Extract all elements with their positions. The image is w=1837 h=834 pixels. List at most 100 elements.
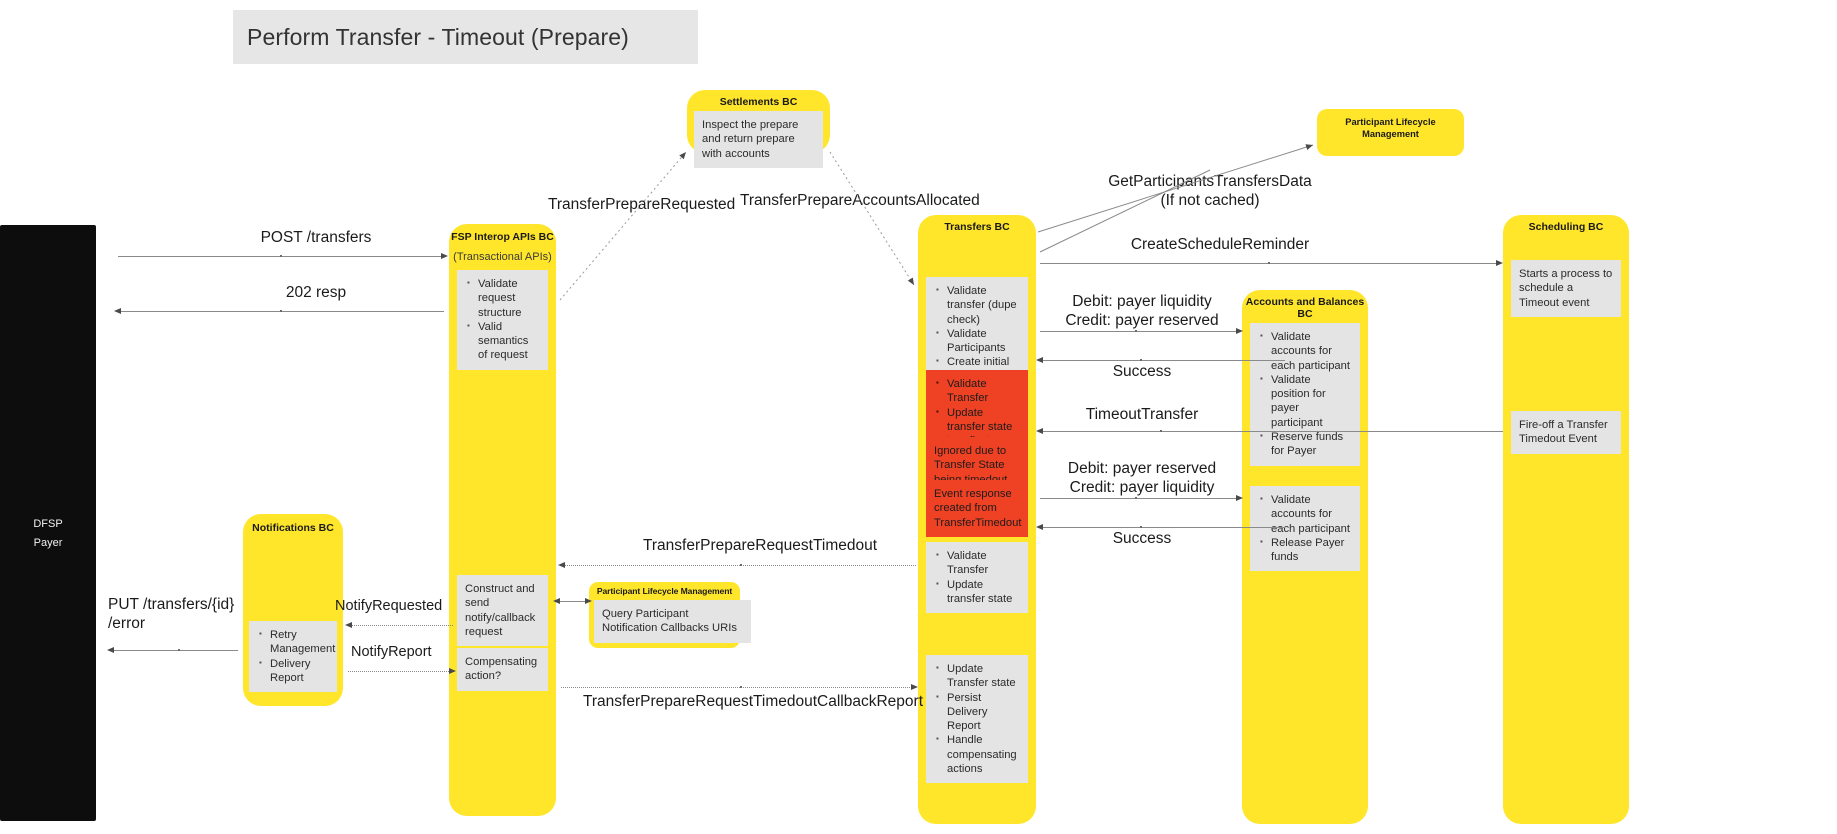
label-success-2: Success [1112, 530, 1172, 547]
arrow-tick [1268, 262, 1270, 264]
lane-scheduling-bc: Scheduling BC Starts a process to schedu… [1503, 215, 1629, 824]
fsp-interop-note-compensating: Compensating action? [457, 648, 548, 691]
lane-settlements-bc-title: Settlements BC [719, 96, 798, 108]
lane-participant-lifecycle-management-top: Participant Lifecycle Management [1317, 109, 1464, 156]
label-transfer-prepare-request-timedout: TransferPrepareRequestTimedout [642, 537, 878, 554]
arrow-create-schedule-reminder [1040, 263, 1500, 264]
arrow-transfer-prepare-request-timedout [561, 565, 916, 566]
arrow-tick [178, 649, 180, 651]
list-item: Update Transfer state [936, 661, 1020, 691]
transfers-note-update-persist: Update Transfer state Persist Delivery R… [926, 655, 1028, 784]
list-item: Validate accounts for each participant [1260, 329, 1352, 373]
label-put-transfers-error: PUT /transfers/{id} /error [108, 596, 235, 632]
list-item: Valid semantics of request [467, 319, 540, 363]
arrow-head-query-plm [585, 597, 592, 604]
lane-accounts-balances-title-text: Accounts and Balances BC [1245, 296, 1365, 320]
arrow-head-notify-requested [345, 621, 352, 628]
list-item: Update transfer state [936, 577, 1020, 607]
plm-inline-note: Query Participant Notification Callbacks… [594, 600, 751, 643]
lane-settlements-bc: Settlements BC Inspect the prepare and r… [687, 90, 830, 168]
list-item: Release Payer funds [1260, 535, 1352, 565]
label-transfer-prepare-accounts-allocated: TransferPrepareAccountsAllocated [740, 192, 980, 209]
arrow-debit-payer-liquidity [1040, 331, 1240, 332]
connector-fsp-to-settlements [559, 151, 687, 301]
arrow-timedout-callback-report [561, 687, 916, 688]
lane-fsp-interop-subtitle: (Transactional APIs) [453, 251, 552, 263]
arrow-put-transfers-error [110, 650, 238, 651]
arrow-head-debit-payer-reserved [1236, 494, 1243, 501]
label-notify-requested: NotifyRequested [335, 598, 443, 614]
label-post-transfers: POST /transfers [260, 229, 372, 246]
label-timeout-transfer: TimeoutTransfer [1085, 406, 1199, 423]
list-item: Retry Management [259, 627, 335, 657]
list-item: Reserve funds for Payer [1260, 429, 1352, 459]
accounts-balances-note-reserve: Validate accounts for each participant V… [1250, 323, 1360, 466]
list-item: Validate Transfer [936, 548, 1020, 578]
page-title: Perform Transfer - Timeout (Prepare) [233, 10, 698, 64]
lane-fsp-interop-apis-bc: FSP Interop APIs BC (Transactional APIs)… [449, 224, 556, 816]
transfers-note-validate-update: Validate Transfer Update transfer state [926, 542, 1028, 614]
arrow-query-plm [556, 601, 589, 602]
arrow-success-1 [1040, 360, 1285, 361]
arrow-head-timedout-callback-report [911, 683, 918, 690]
arrow-head-success-2 [1036, 523, 1043, 530]
connector-settlements-to-transfers [829, 151, 915, 286]
list-item: Validate Transfer [936, 376, 1020, 406]
list-item: Validate Participants [936, 326, 1020, 356]
arrow-success-2 [1040, 527, 1285, 528]
arrow-head-debit-payer-liquidity [1236, 327, 1243, 334]
lane-notifications-bc-title: Notifications BC [252, 522, 334, 534]
lane-participant-lifecycle-management-inline: Participant Lifecycle Management Query P… [589, 582, 751, 648]
arrow-tick [1135, 330, 1137, 332]
label-timedout-callback-report: TransferPrepareRequestTimedoutCallbackRe… [583, 693, 924, 710]
notifications-note: Retry Management Delivery Report [249, 621, 337, 693]
list-item: Delivery Report [259, 656, 329, 686]
arrow-tick [740, 686, 742, 688]
label-success-1: Success [1112, 363, 1172, 380]
arrow-tick [1160, 430, 1162, 432]
lane-plm-top-title: Participant Lifecycle Management [1345, 117, 1436, 139]
fsp-interop-note-validate: Validate request structure Valid semanti… [457, 270, 548, 370]
arrow-tick [740, 564, 742, 566]
arrow-head-202-resp [114, 307, 121, 314]
accounts-balances-note-release: Validate accounts for each participant R… [1250, 486, 1360, 572]
arrow-timeout-transfer [1040, 431, 1503, 432]
list-item: Validate position for payer participant [1260, 372, 1352, 430]
list-item: Validate request structure [467, 276, 540, 320]
lane-dfsp-payer-line1: DFSP [33, 518, 63, 530]
lane-accounts-and-balances-bc: Accounts and Balances BC Validate accoun… [1242, 290, 1368, 824]
list-item: Persist Delivery Report [936, 690, 1020, 734]
lane-dfsp-payer-line2: Payer [33, 537, 63, 549]
arrow-head-transfer-prepare-request-timedout [558, 561, 565, 568]
arrow-head-timeout-transfer [1036, 427, 1043, 434]
arrow-notify-report [348, 671, 453, 672]
arrow-tick [1140, 359, 1142, 361]
label-debit-payer-reserved: Debit: payer reserved Credit: payer liqu… [1067, 460, 1217, 496]
arrow-head-success-1 [1036, 356, 1043, 363]
list-item: Handle compensating actions [936, 732, 1020, 776]
arrow-head-notify-report [449, 667, 456, 674]
arrow-head-create-schedule-reminder [1496, 259, 1503, 266]
label-transfer-prepare-requested: TransferPrepareRequested [548, 196, 736, 213]
settlements-note: Inspect the prepare and return prepare w… [694, 111, 823, 168]
lane-accounts-balances-title: Accounts and Balances BC [1242, 296, 1368, 320]
list-item: Validate transfer (dupe check) [936, 283, 1020, 327]
scheduling-note-start: Starts a process to schedule a Timeout e… [1511, 260, 1621, 317]
arrow-notify-requested [348, 625, 453, 626]
arrow-head-post-transfers [441, 252, 448, 259]
lane-fsp-interop-title: FSP Interop APIs BC [451, 231, 554, 243]
arrow-tick [280, 310, 282, 312]
lane-transfers-bc: Transfers BC Validate transfer (dupe che… [918, 215, 1036, 824]
lane-scheduling-bc-title: Scheduling BC [1528, 221, 1604, 233]
lane-plm-inline-title: Participant Lifecycle Management [596, 586, 733, 596]
label-get-participants-transfers-data: GetParticipantsTransfersData (If not cac… [1108, 173, 1312, 209]
label-debit-payer-liquidity: Debit: payer liquidity Credit: payer res… [1065, 293, 1219, 329]
list-item: Validate accounts for each participant [1260, 492, 1352, 536]
arrow-tick [1140, 526, 1142, 528]
arrow-tick [280, 255, 282, 257]
label-notify-report: NotifyReport [351, 644, 432, 660]
lane-notifications-bc: Notifications BC Retry Management Delive… [243, 514, 343, 706]
transfers-note-event-response: Event response created from TransferTime… [926, 480, 1028, 537]
lane-transfers-bc-title: Transfers BC [944, 221, 1010, 233]
